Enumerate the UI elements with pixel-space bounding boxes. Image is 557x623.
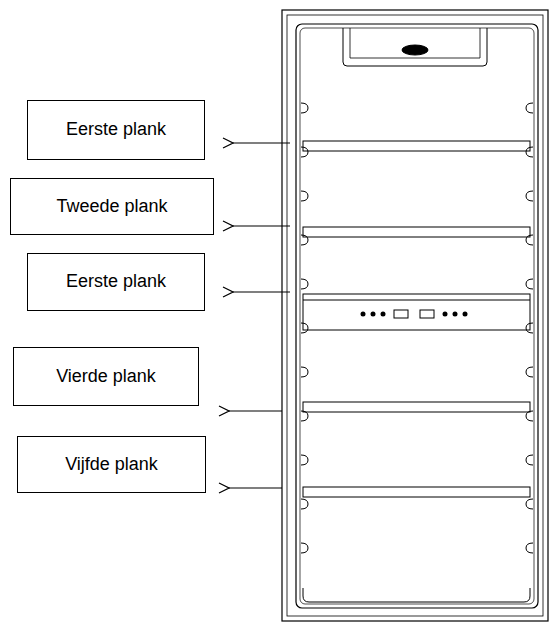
- leader-arrow: [233, 291, 290, 292]
- light-inner: [350, 28, 480, 58]
- shelf: [303, 487, 530, 497]
- light-housing: [343, 28, 487, 66]
- cabinet-inner-edge: [287, 15, 543, 616]
- shelf-label: Vierde plank: [56, 366, 156, 388]
- shelf: [303, 227, 530, 237]
- light-bulb: [402, 45, 428, 55]
- label-box: Eerste plank: [27, 253, 205, 311]
- light-cover: [343, 28, 487, 66]
- label-box: Vijfde plank: [17, 436, 206, 493]
- shelf-supports: [301, 103, 533, 553]
- interior-liner: [300, 28, 534, 604]
- control-panel: [303, 294, 530, 330]
- shelf-label: Eerste plank: [66, 271, 166, 293]
- leader-arrow: [229, 487, 282, 488]
- interior-outline: [296, 24, 538, 608]
- shelf-label: Eerste plank: [66, 119, 166, 141]
- shelves: [303, 141, 530, 602]
- drawer: [303, 588, 530, 602]
- cabinet-outline: [282, 10, 548, 621]
- leader-arrow: [233, 225, 290, 226]
- shelf-label: Vijfde plank: [65, 454, 158, 476]
- leader-arrow: [233, 142, 290, 143]
- shelf: [303, 141, 530, 151]
- leader-arrow: [229, 410, 282, 411]
- control-buttons: [361, 310, 468, 318]
- shelf-label: Tweede plank: [56, 196, 167, 218]
- shelf: [303, 402, 530, 412]
- fridge-cabinet: [282, 10, 548, 621]
- label-box: Eerste plank: [27, 100, 205, 160]
- label-box: Vierde plank: [13, 347, 199, 406]
- leader-arrows: [229, 143, 290, 488]
- label-box: Tweede plank: [10, 178, 214, 235]
- panel-edge: [303, 300, 530, 301]
